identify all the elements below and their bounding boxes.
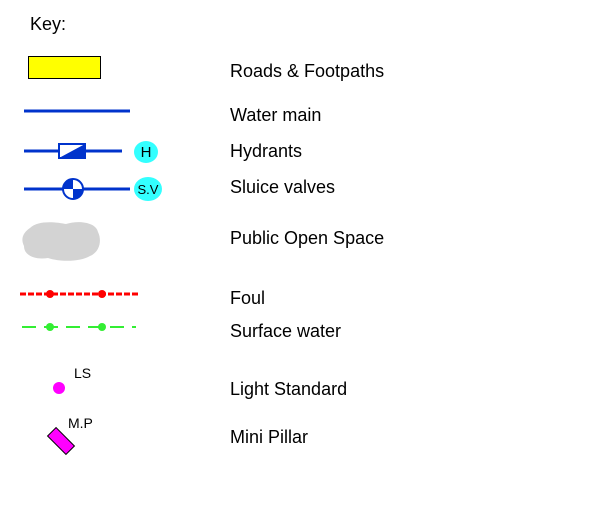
label-light-standard: Light Standard xyxy=(230,379,348,399)
red-dotted-line-icon xyxy=(20,288,144,300)
yellow-rectangle-icon xyxy=(28,56,102,80)
sluice-valve-badge: S.V xyxy=(134,177,164,201)
label-mini-pillar: Mini Pillar xyxy=(230,427,309,447)
blue-line-icon xyxy=(24,109,132,113)
label-hydrants: Hydrants xyxy=(230,141,303,161)
mini-pillar-tag: M.P xyxy=(68,415,93,431)
key-title: Key: xyxy=(30,14,67,34)
green-dashed-line-icon xyxy=(22,321,142,333)
sluice-valve-badge-text: S.V xyxy=(138,182,159,197)
hydrant-badge: H xyxy=(134,141,160,163)
label-water-main: Water main xyxy=(230,105,322,125)
hydrant-badge-text: H xyxy=(141,144,152,161)
label-surface-water: Surface water xyxy=(230,321,342,341)
sluice-valve-icon xyxy=(24,176,134,202)
magenta-dot-icon xyxy=(52,381,66,395)
label-sluice-valves: Sluice valves xyxy=(230,177,336,197)
label-public-open-space: Public Open Space xyxy=(230,228,385,248)
light-standard-tag: LS xyxy=(74,365,92,381)
label-foul: Foul xyxy=(230,288,266,308)
label-roads-footpaths: Roads & Footpaths xyxy=(230,61,385,81)
grey-blob-icon xyxy=(20,218,104,264)
hydrant-icon xyxy=(24,138,164,164)
magenta-pillar-icon xyxy=(46,424,78,456)
